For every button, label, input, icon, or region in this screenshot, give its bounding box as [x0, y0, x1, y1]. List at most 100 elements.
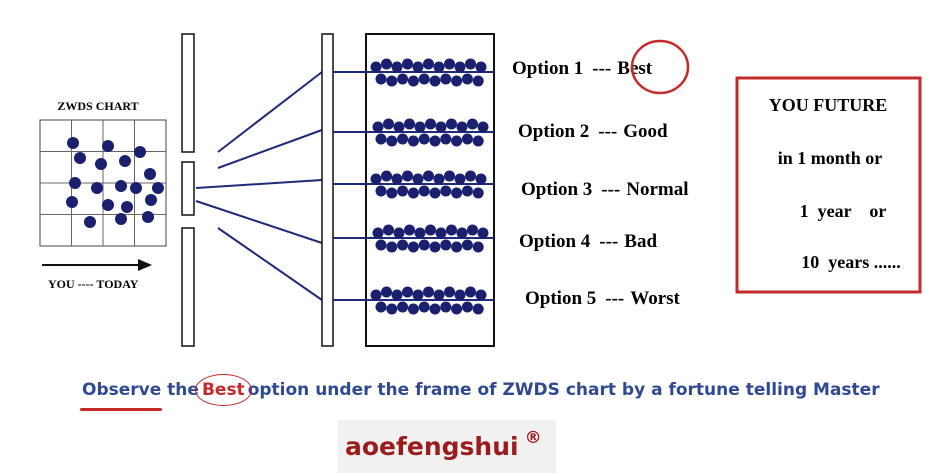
option-dot	[397, 239, 409, 251]
option-dot	[407, 241, 419, 253]
option-dot	[429, 187, 441, 199]
option-dot	[475, 173, 487, 185]
chart-dot	[130, 182, 142, 194]
option-name: Option 4	[519, 231, 591, 252]
option-dot	[472, 187, 484, 199]
option-dot	[451, 135, 463, 147]
option-dot	[467, 118, 478, 130]
option-lines	[333, 71, 494, 301]
option-dot	[407, 75, 419, 87]
option-dot	[407, 187, 419, 199]
option-dot	[386, 75, 398, 87]
option-dot	[435, 227, 447, 239]
option-dot	[418, 239, 430, 251]
option-dot	[375, 133, 387, 145]
option-dot	[465, 58, 476, 70]
option-dot	[423, 58, 434, 70]
option-dot	[433, 61, 445, 73]
option-dot	[461, 133, 473, 145]
chart-dot	[91, 182, 103, 194]
option-dot	[472, 303, 484, 315]
option-dot	[412, 173, 424, 185]
caption-underline	[80, 408, 162, 411]
option-dot	[404, 118, 415, 130]
chart-dot	[95, 158, 107, 170]
option-rating: Good	[623, 121, 668, 142]
option-dot	[465, 170, 476, 182]
option-dot	[370, 173, 382, 185]
option-dot	[456, 227, 468, 239]
option-dot	[429, 75, 441, 87]
option-dot	[391, 61, 403, 73]
option-dot	[414, 227, 426, 239]
option-dot	[454, 289, 466, 301]
option-dot	[375, 73, 387, 85]
option-dot	[456, 121, 468, 133]
option-dot	[412, 61, 424, 73]
chart-dot	[102, 199, 114, 211]
option-dot	[393, 121, 405, 133]
option-dot	[404, 224, 415, 236]
option-label-3: Option 3---Normal	[521, 179, 689, 200]
chart-dot	[67, 137, 79, 149]
timeline-arrow	[42, 259, 152, 271]
option-name: Option 3	[521, 179, 592, 200]
option-label-4: Option 4---Bad	[519, 231, 657, 252]
chart-label: ZWDS CHART	[57, 99, 138, 113]
option-dot	[475, 61, 487, 73]
option-dot	[425, 224, 436, 236]
option-dot	[418, 73, 430, 85]
option-name: Option 2	[518, 121, 589, 142]
future-box	[735, 76, 922, 294]
future-line-3: 1 year or	[800, 201, 887, 221]
chart-dot	[115, 180, 127, 192]
projection-line	[195, 200, 323, 244]
option-dot	[444, 286, 455, 298]
option-dot	[425, 118, 436, 130]
option-sep: ---	[592, 58, 611, 79]
option-dot	[446, 118, 457, 130]
option-dot	[386, 303, 398, 315]
option-dot	[386, 187, 398, 199]
option-dot	[440, 185, 452, 197]
option-dot	[407, 135, 419, 147]
option-dot	[444, 58, 455, 70]
slit-barrier	[181, 33, 195, 347]
option-dot	[372, 227, 384, 239]
option-dot	[454, 61, 466, 73]
zwds-chart-grid	[39, 119, 167, 247]
option-dot	[397, 185, 409, 197]
option-dot	[397, 301, 409, 313]
option-dot	[397, 73, 409, 85]
option-dot	[472, 135, 484, 147]
option-dot	[440, 239, 452, 251]
option-dot	[397, 133, 409, 145]
option-dot	[375, 301, 387, 313]
option-name: Option 5	[525, 288, 596, 309]
option-dot	[433, 173, 445, 185]
option-dot	[393, 227, 405, 239]
option-dot	[472, 75, 484, 87]
option-dot	[418, 133, 430, 145]
option-label-5: Option 5---Worst	[525, 288, 681, 309]
option-dot	[440, 133, 452, 145]
option-dot	[475, 289, 487, 301]
option-dot	[423, 170, 434, 182]
option-dot	[391, 173, 403, 185]
option-dot	[461, 301, 473, 313]
projection-line	[217, 71, 323, 153]
option-dot	[429, 303, 441, 315]
chart-dot	[66, 196, 78, 208]
chart-dot	[121, 201, 133, 213]
future-line-4: 10 years ......	[801, 252, 900, 272]
option-dot	[370, 61, 382, 73]
brand-logo: aoefengshui®	[345, 428, 542, 461]
option-dot	[375, 239, 387, 251]
option-dot	[433, 289, 445, 301]
option-name: Option 1	[512, 58, 583, 79]
option-rating: Normal	[626, 179, 688, 200]
option-dot	[440, 73, 452, 85]
option-dot	[461, 239, 473, 251]
